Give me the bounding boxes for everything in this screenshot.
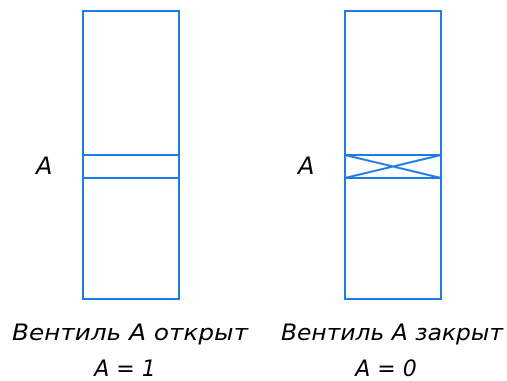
open-caption-line2: A = 1 [92, 357, 155, 381]
closed-caption-line2: A = 0 [353, 357, 416, 381]
valve-cross-line-2 [344, 154, 442, 179]
open-valve-label: A [34, 152, 52, 180]
open-valve-pipe [82, 10, 180, 300]
closed-caption-line1: Вентиль А закрыт [281, 321, 504, 346]
closed-valve-pipe [344, 10, 442, 300]
closed-valve-label: A [296, 152, 314, 180]
open-caption-line1: Вентиль А открыт [12, 321, 249, 346]
